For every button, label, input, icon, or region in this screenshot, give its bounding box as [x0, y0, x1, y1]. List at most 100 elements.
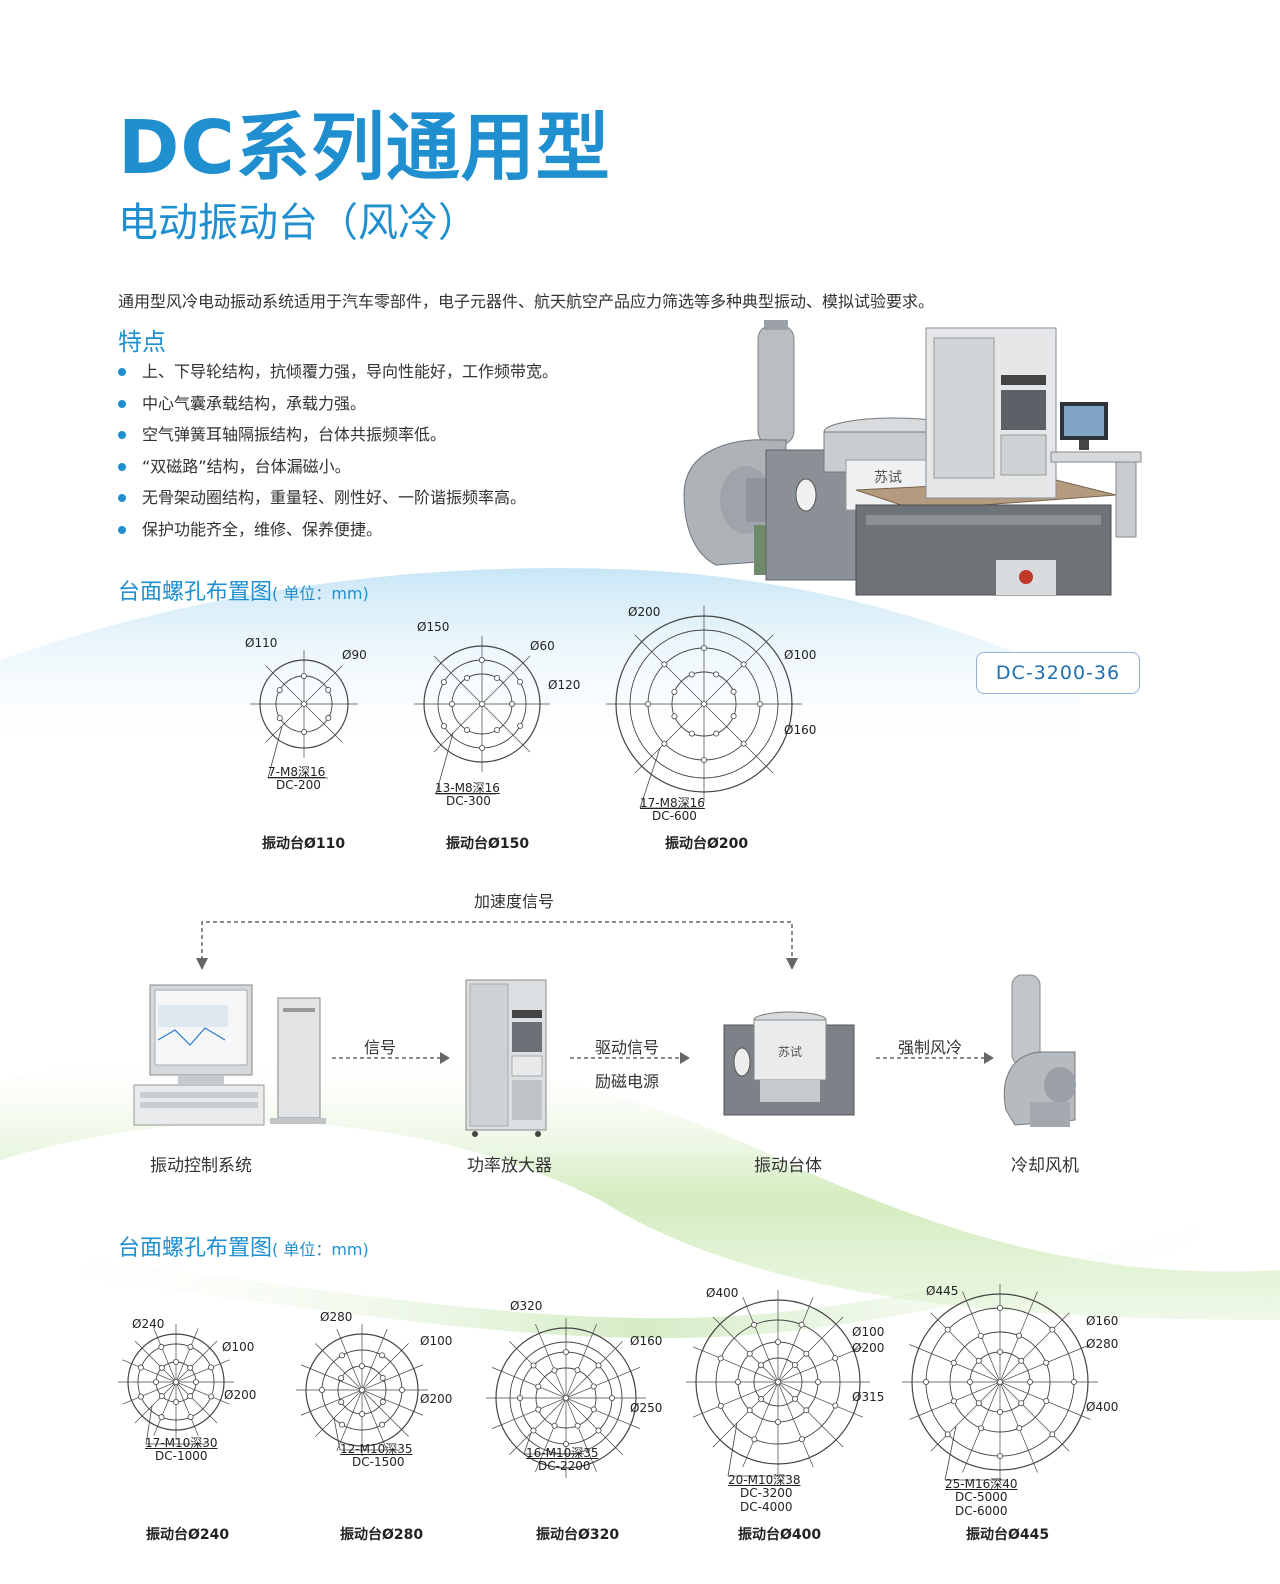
dim-label: Ø160	[630, 1334, 663, 1348]
hole	[187, 1343, 194, 1350]
hole	[671, 688, 678, 695]
top-hole-patterns	[250, 606, 802, 809]
hole	[791, 1361, 798, 1368]
hole	[609, 1395, 616, 1402]
hole	[358, 1387, 365, 1394]
hole	[187, 1393, 194, 1400]
hole	[967, 1379, 974, 1386]
hole	[478, 657, 485, 664]
hole-spec: 17-M8深16	[640, 796, 705, 810]
hole	[276, 715, 283, 722]
machine-logo: 苏试	[778, 1044, 802, 1059]
hole	[775, 1379, 782, 1386]
feature-item: “双磁路”结构，台体漏磁小。	[118, 455, 558, 487]
dim-label: Ø200	[224, 1388, 257, 1402]
hole	[158, 1414, 165, 1421]
hole	[440, 679, 447, 686]
page-subtitle: 电动振动台（风冷）	[118, 200, 478, 246]
hole	[535, 1406, 542, 1413]
feature-item: 无骨架动圈结构，重量轻、刚性好、一阶谐振频率高。	[118, 486, 558, 518]
hole	[713, 730, 720, 737]
hole	[746, 1407, 753, 1414]
node-shaker-body: 振动台体	[754, 1156, 822, 1176]
hole	[1016, 1332, 1023, 1339]
table-caption: 振动台Ø400	[738, 1527, 822, 1543]
model-label: DC-6000	[955, 1504, 1008, 1518]
hole	[803, 1350, 810, 1357]
hole	[792, 1395, 799, 1402]
table-caption: 振动台Ø445	[966, 1527, 1050, 1543]
model-label: DC-4000	[740, 1500, 793, 1514]
hole	[701, 645, 708, 652]
hole	[563, 1395, 570, 1402]
hole	[713, 671, 720, 678]
hole	[359, 1410, 366, 1417]
features-heading: 特点	[118, 328, 166, 356]
diagram-top-title: 台面螺孔布置图( 单位：mm)	[118, 580, 369, 605]
hole	[463, 675, 470, 682]
dim-label: Ø400	[1086, 1400, 1119, 1414]
diagram-bottom-unit: ( 单位：mm)	[272, 1240, 369, 1259]
dim-label: Ø100	[784, 648, 817, 662]
hole	[595, 1362, 602, 1369]
hole	[717, 1402, 724, 1409]
dim-label: Ø100	[222, 1340, 255, 1354]
system-flow: 苏试	[133, 921, 1076, 1137]
hole-pattern-320	[486, 1318, 646, 1478]
model-badge: DC-3200-36	[976, 652, 1140, 694]
hole	[172, 1399, 179, 1406]
hole	[379, 1374, 386, 1381]
hole	[803, 1407, 810, 1414]
hole	[1016, 1425, 1023, 1432]
hole	[977, 1332, 984, 1339]
hole	[325, 714, 332, 721]
hole	[975, 1357, 982, 1364]
dim-label: Ø160	[784, 723, 817, 737]
hole	[923, 1379, 930, 1386]
hole	[1018, 1357, 1025, 1364]
model-label: DC-600	[652, 809, 697, 823]
hole	[997, 1304, 1004, 1311]
hole-spec: 17-M10深30	[145, 1436, 218, 1450]
hole	[671, 713, 678, 720]
hole	[530, 1427, 537, 1434]
hole-spec: 7-M8深16	[268, 765, 326, 779]
hole	[975, 1400, 982, 1407]
dim-label: Ø100	[852, 1325, 885, 1339]
hole	[1043, 1359, 1050, 1366]
leader-line	[333, 1417, 341, 1451]
node-power-amplifier: 功率放大器	[467, 1156, 552, 1176]
hole	[730, 688, 737, 695]
intro-text: 通用型风冷电动振动系统适用于汽车零部件，电子元器件、航天航空产品应力筛选等多种典…	[118, 292, 935, 311]
dim-label: Ø110	[245, 636, 278, 650]
hole	[757, 1362, 764, 1369]
model-label: DC-5000	[955, 1490, 1008, 1504]
hole	[517, 678, 524, 685]
hole	[338, 1375, 345, 1382]
hole	[398, 1387, 405, 1394]
hole-pattern-280	[296, 1324, 428, 1456]
hole	[300, 701, 307, 708]
leader-line	[944, 1425, 957, 1481]
hole	[997, 1452, 1004, 1459]
dim-label: Ø315	[852, 1390, 885, 1404]
hole	[944, 1326, 951, 1333]
hole	[517, 1395, 524, 1402]
hole	[798, 1436, 805, 1443]
hole-pattern-400	[686, 1290, 870, 1477]
leader-line	[145, 1405, 153, 1445]
dim-label: Ø320	[510, 1299, 543, 1313]
hole	[551, 1422, 558, 1429]
dim-label: Ø240	[132, 1317, 165, 1331]
feature-item: 空气弹簧耳轴隔振结构，台体共振频率低。	[118, 423, 558, 455]
hole	[1049, 1326, 1056, 1333]
table-caption: 振动台Ø200	[665, 836, 749, 852]
hole	[997, 1379, 1004, 1386]
table-caption: 振动台Ø320	[536, 1527, 620, 1543]
leader-line	[435, 732, 454, 795]
hole	[590, 1383, 597, 1390]
hole	[645, 701, 652, 708]
dim-label: Ø280	[1086, 1337, 1119, 1351]
hole-spec: 12-M10深35	[340, 1442, 413, 1456]
table-caption: 振动台Ø280	[340, 1527, 424, 1543]
